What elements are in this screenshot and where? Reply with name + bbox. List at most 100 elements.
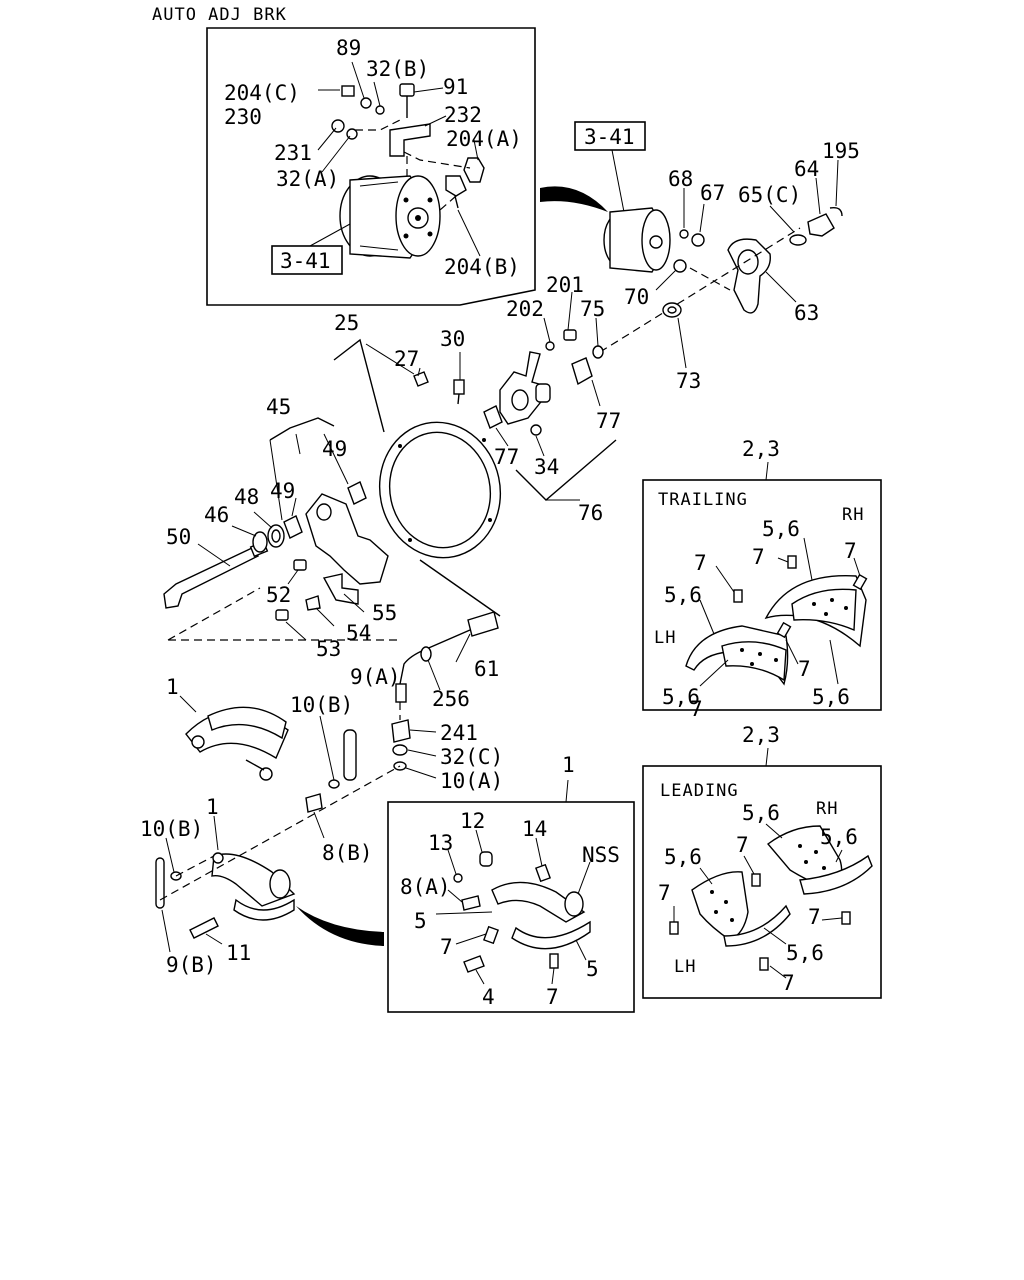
nss-group-ref: 1 (562, 753, 575, 777)
nss-12 (479, 851, 493, 867)
callout-77-right: 77 (596, 409, 621, 433)
nss-callout-7-left: 7 (440, 935, 453, 959)
callout-55: 55 (372, 601, 397, 625)
trailing-7-lh: 7 (694, 551, 707, 575)
callout-1-lower: 1 (206, 795, 219, 819)
trailing-7-rh-b: 7 (844, 539, 857, 563)
camshaft-group: 45 49 49 48 46 50 52 55 54 53 (163, 395, 400, 661)
callout-48: 48 (234, 485, 259, 509)
bolt-53 (275, 609, 289, 621)
bushing-49-left (283, 515, 303, 539)
trailing-5-6-bottom-left: 5,6 (662, 685, 700, 709)
nut-70 (673, 259, 687, 273)
dust-shield-25 (333, 338, 502, 617)
nss-callout-4: 4 (482, 985, 495, 1009)
brake-chamber-inset (339, 175, 441, 259)
callout-9a: 9(A) (350, 665, 401, 689)
callout-64: 64 (794, 157, 819, 181)
callout-204b: 204(B) (444, 255, 520, 279)
nss-bolt-7-left (483, 925, 499, 945)
callout-201: 201 (546, 273, 584, 297)
ref-box-3-41-inset (271, 245, 343, 275)
pointer-arrow-bottom (296, 906, 384, 946)
nss-bolt-14 (535, 863, 551, 883)
callout-204a: 204(A) (446, 127, 522, 151)
plate-55 (322, 573, 359, 605)
nut-67 (691, 233, 705, 247)
trailing-rh-bolt (787, 555, 797, 569)
pin-9b (155, 857, 165, 909)
bushing-77-right (571, 357, 593, 386)
callout-45: 45 (266, 395, 291, 419)
callout-73: 73 (676, 369, 701, 393)
nss-shoe-box: 1 NSS 12 14 13 8(A) 5 7 4 7 5 (387, 753, 635, 1013)
callout-77-left: 77 (494, 445, 519, 469)
snap-ring-46 (252, 531, 268, 553)
leading-7-bottom: 7 (782, 971, 795, 995)
callout-32a: 32(A) (276, 167, 339, 191)
cam-bracket-76: 201 202 75 25 27 30 77 77 34 76 (334, 273, 621, 525)
callout-10b-upper: 10(B) (290, 693, 353, 717)
callout-32c: 32(C) (440, 745, 503, 769)
callout-53: 53 (316, 637, 341, 661)
callout-49-lower: 49 (270, 479, 295, 503)
nss-pin-4 (463, 955, 485, 973)
trailing-5-6-rh: 5,6 (762, 517, 800, 541)
chamber-slack-assembly: 3-41 68 67 65(C) 64 (574, 121, 860, 393)
camshaft-50 (163, 547, 260, 609)
nss-callout-13: 13 (428, 831, 453, 855)
callout-76: 76 (578, 501, 603, 525)
grommet-256 (420, 646, 432, 662)
callout-46: 46 (204, 503, 229, 527)
leading-rh: RH (816, 799, 838, 819)
callout-231: 231 (274, 141, 312, 165)
pin-68 (679, 229, 689, 239)
leading-lh: LH (674, 957, 696, 977)
callout-25: 25 (334, 311, 359, 335)
bolt-201 (563, 329, 577, 341)
trailing-5-6-lh: 5,6 (664, 583, 702, 607)
bushing-49-right (347, 481, 367, 505)
callout-32b: 32(B) (366, 57, 429, 81)
callout-70: 70 (624, 285, 649, 309)
leading-7-center: 7 (736, 833, 749, 857)
nss-callout-14: 14 (522, 817, 547, 841)
callout-89: 89 (336, 36, 361, 60)
leading-lh-bolt (669, 921, 679, 935)
trailing-group-ref: 2,3 (742, 437, 780, 461)
callout-52: 52 (266, 583, 291, 607)
callout-61: 61 (474, 657, 499, 681)
nss-callout-5-right: 5 (586, 957, 599, 981)
nss-title: NSS (582, 843, 620, 867)
callout-67: 67 (700, 181, 725, 205)
callout-10b-lower: 10(B) (140, 817, 203, 841)
nss-bolt-7-bottom (549, 953, 559, 969)
washer-202 (545, 341, 555, 351)
trailing-7-rh-a: 7 (752, 545, 765, 569)
callout-256: 256 (432, 687, 470, 711)
callout-204c: 204(C) (224, 81, 300, 105)
leading-7-right: 7 (808, 905, 821, 929)
clip-27 (413, 371, 429, 387)
callout-8b: 8(B) (322, 841, 373, 865)
callout-68: 68 (668, 167, 693, 191)
bolt-30 (453, 379, 465, 395)
callout-3-41: 3-41 (584, 125, 635, 149)
washer-89 (360, 97, 372, 109)
callout-232: 232 (444, 103, 482, 127)
auto-adjuster-inset: 89 32(B) 91 204(C) 230 232 204(A) 231 32… (206, 27, 536, 306)
roller (269, 869, 291, 899)
fitting-204c (341, 85, 355, 97)
callout-241: 241 (440, 721, 478, 745)
callout-30: 30 (440, 327, 465, 351)
pin-9a (395, 683, 407, 703)
callout-54: 54 (346, 621, 371, 645)
callout-50: 50 (166, 525, 191, 549)
pin-11 (189, 917, 219, 939)
ref-box-3-41 (574, 121, 646, 151)
nss-border (387, 801, 635, 1013)
trailing-shoe-box: 2,3 TRAILING RH LH 5,6 7 7 7 5,6 7 (642, 437, 882, 721)
trailing-title: TRAILING (658, 490, 748, 510)
callout-1-upper: 1 (166, 675, 179, 699)
